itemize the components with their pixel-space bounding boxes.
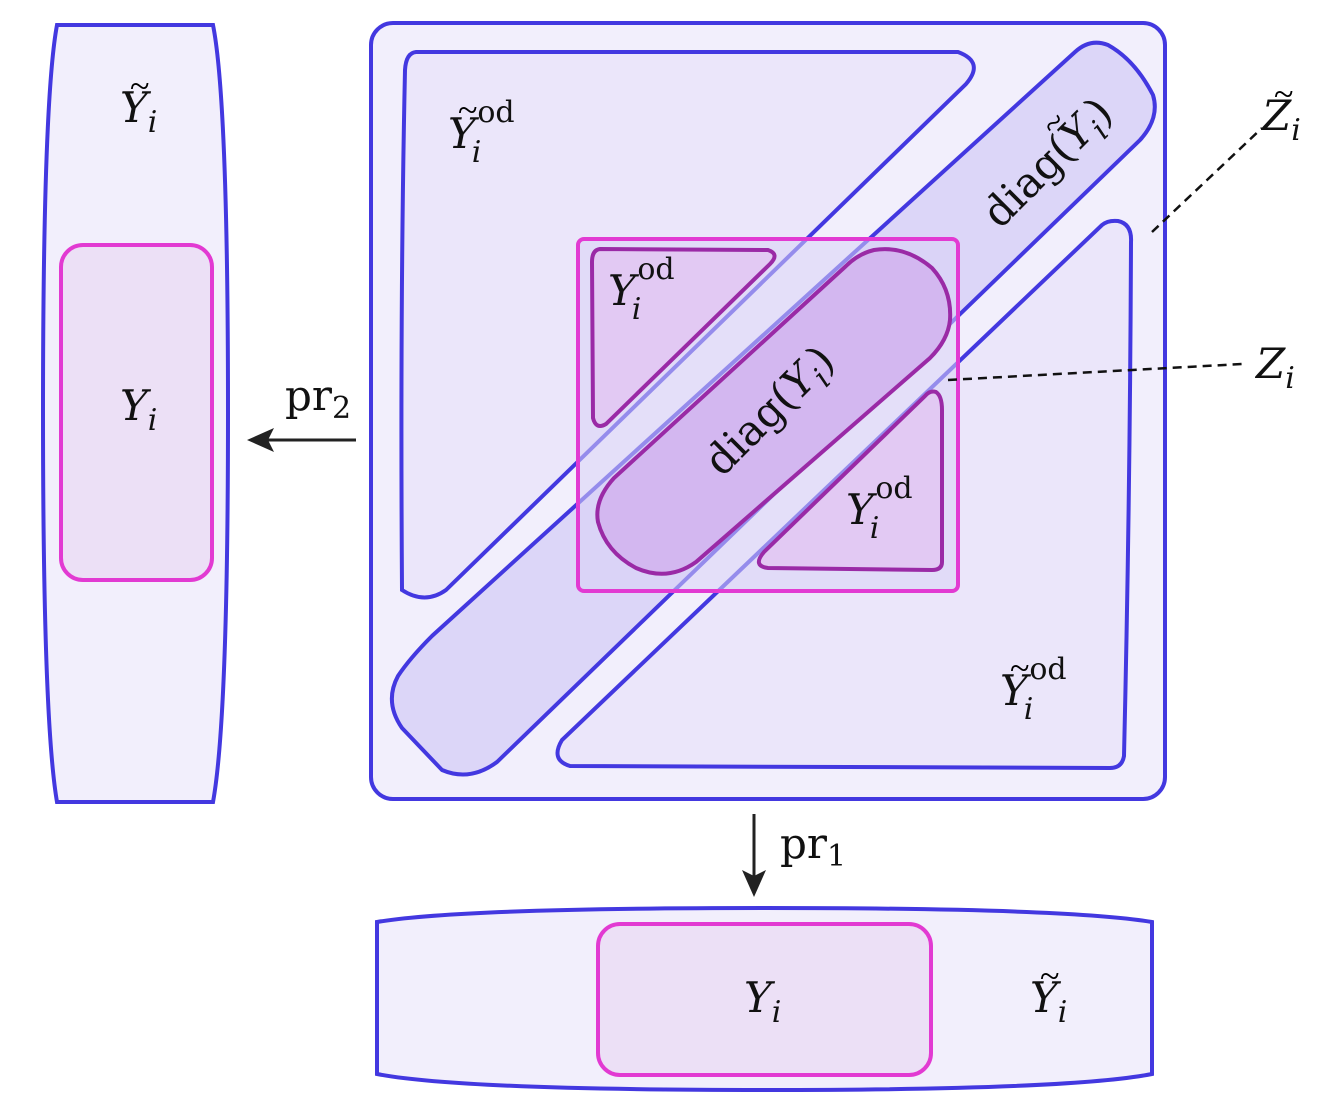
bottom-projection: Yi Yi ~ (375, 905, 1154, 1093)
z-label: Zi (1254, 339, 1295, 396)
y-od-top-left (589, 246, 777, 428)
left-y-label: Yi (120, 381, 157, 438)
y-tilde-od-top-left-label: Yiod (448, 95, 515, 170)
bottom-tilde-y-label: Yi (1030, 973, 1067, 1030)
y-tilde-od-bottom-right-label: Yiod (1000, 652, 1067, 727)
pr1-arrow: pr1 (742, 814, 846, 897)
z-annotation: Zi (947, 339, 1295, 396)
y-od-bottom-right-label: Yiod (846, 471, 913, 546)
pr1-label: pr1 (780, 819, 846, 874)
bottom-y-region (596, 922, 933, 1077)
z-tilde-label: Zi (1260, 91, 1301, 148)
pr2-arrow: pr2 (247, 371, 356, 452)
bottom-tilde-mark: ~ (1040, 956, 1059, 996)
main-square: Yiod ~ Yiod ~ Yiod Yiod diag(Yi) ~ diag(… (369, 21, 1167, 801)
left-y-region (59, 243, 214, 582)
bottom-y-label: Yi (744, 973, 781, 1030)
pr2-label: pr2 (285, 371, 351, 426)
y-tilde-od-bottom-right-tilde: ~ (1010, 648, 1029, 688)
left-projection: Yi ~ Yi (40, 23, 231, 804)
y-od-bottom-right (756, 389, 944, 573)
left-tilde-y-label: Yi (120, 83, 157, 140)
z-tilde-annotation: Zi ~ (1151, 74, 1301, 233)
z-tilde-mark: ~ (1274, 74, 1293, 114)
diag-y-band (595, 247, 953, 576)
y-od-top-left-label: Yiod (608, 252, 675, 327)
left-tilde-mark: ~ (130, 66, 149, 106)
y-tilde-od-top-left-tilde: ~ (458, 90, 477, 130)
